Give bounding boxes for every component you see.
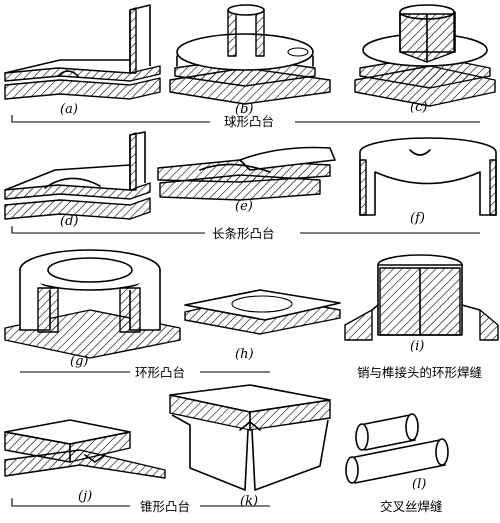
caption-cone: 锥形凸台 [140, 499, 190, 514]
caption-strip: 长条形凸台 [212, 226, 275, 241]
figure-d [4, 131, 151, 220]
figure-g [4, 249, 181, 359]
label-k: (k) [240, 494, 258, 509]
figure-h [184, 289, 341, 335]
bracket-cone [11, 498, 130, 507]
figure-f [359, 137, 497, 216]
bracket-strip [11, 226, 205, 234]
label-e: (e) [235, 199, 253, 214]
figure-c [354, 4, 496, 107]
label-g: (g) [70, 354, 88, 369]
bracket-spherical [11, 115, 210, 123]
caption-ring: 环形凸台 [135, 365, 185, 380]
label-i: (i) [410, 339, 424, 354]
label-d: (d) [60, 214, 78, 229]
figure-i [344, 254, 499, 341]
label-l: (l) [412, 477, 426, 492]
figure-l [345, 413, 449, 484]
figure-e [157, 146, 336, 201]
label-b: (b) [235, 102, 253, 117]
label-j: (j) [78, 489, 92, 504]
label-f: (f) [410, 211, 425, 226]
label-h: (h) [235, 347, 254, 362]
label-c: (c) [410, 100, 427, 115]
figure-j [4, 419, 166, 479]
figure-k [169, 384, 331, 491]
figure-b [169, 4, 331, 105]
figure-a [4, 4, 161, 100]
caption-cross-wire: 交叉丝焊缝 [380, 499, 443, 514]
caption-spherical: 球形凸台 [224, 114, 274, 129]
caption-pin-ring: 销与榫接头的环形焊缝 [357, 365, 482, 380]
label-a: (a) [60, 102, 78, 117]
